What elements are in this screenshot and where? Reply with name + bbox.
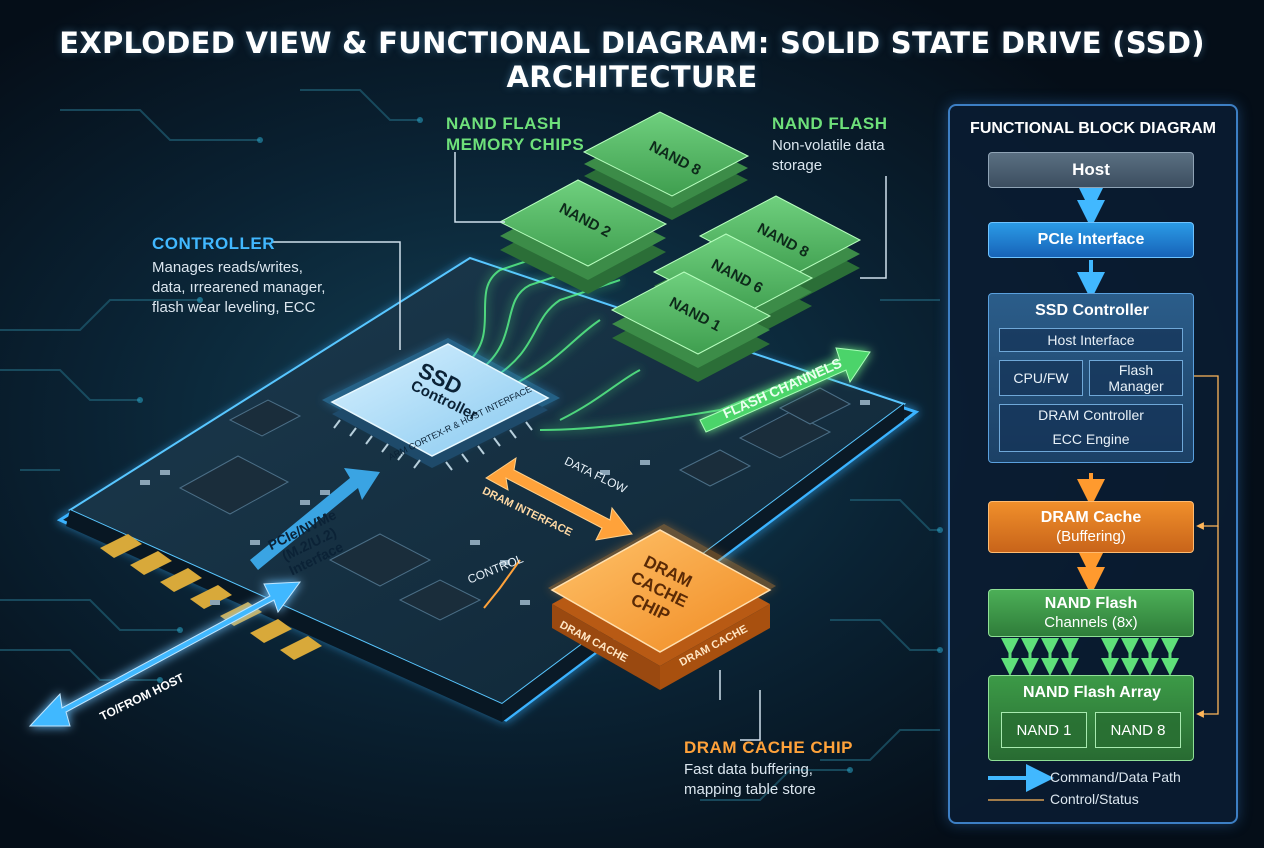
controller-callout-body: Manages reads/writes, data, ırrearened m… [152,259,326,316]
nand-chip-stack [498,111,862,382]
block-nand-cell-8: NAND 8 [1095,712,1181,748]
control-line [483,559,521,609]
block-nand-cell-1: NAND 1 [1001,712,1087,748]
block-nand-channels-title: NAND Flash [1044,595,1138,612]
block-dram-controller: DRAM Controller [1038,407,1144,423]
dram-callout-heading: DRAM CACHE CHIP [684,738,853,757]
block-host-interface: Host Interface [999,328,1183,352]
block-ssd-controller: SSD Controller Host Interface CPU/FW Fla… [988,293,1194,463]
nand-flash-callout-heading: NAND FLASH [772,114,888,133]
block-nand-array: NAND Flash Array NAND 1 NAND 8 [988,675,1194,761]
dram-interface-arrow [485,456,633,541]
pcb-passives [140,400,870,605]
block-nand-channels-sub: Channels (8x) [1044,614,1138,631]
block-dram-cache-sub: (Buffering) [1056,528,1126,545]
nand-chips-callout-heading-2: MEMORY CHIPS [446,135,585,154]
page-title: EXPLODED VIEW & FUNCTIONAL DIAGRAM: SOLI… [59,26,1205,94]
legend-control-status: Control/Status [1050,791,1139,807]
block-ssd-controller-title: SSD Controller [1035,302,1149,319]
nand-flash-callout-body: Non-volatile data storage [772,137,885,174]
background-circuit-traces [0,89,940,801]
block-host: Host [988,152,1194,188]
block-diagram-connectors [988,184,1219,801]
block-dram-cache-title: DRAM Cache [1040,509,1142,526]
block-flash-manager: Flash Manager [1089,360,1183,396]
callout-leader-lines [272,152,887,741]
block-nand-array-title: NAND Flash Array [1022,684,1162,701]
block-diagram-title: FUNCTIONAL BLOCK DIAGRAM [970,120,1216,137]
background-circuit-nodes [137,117,943,773]
control-status-line-nand [1196,526,1219,718]
block-ecc-engine: ECC Engine [1052,431,1130,447]
legend-command-data: Command/Data Path [1050,769,1181,785]
block-cpu-fw: CPU/FW [999,360,1083,396]
flash-channels-arrow [699,347,871,433]
nand-chip-8-back [582,111,750,220]
dram-cache-chip [548,524,776,690]
controller-callout-heading: CONTROLLER [152,234,276,253]
functional-block-diagram: FUNCTIONAL BLOCK DIAGRAM [948,104,1238,824]
block-pcie-interface: PCIe Interface [988,222,1194,258]
channel-arrows [1001,638,1179,676]
block-nand-channels: NAND Flash Channels (8x) [988,589,1194,637]
nand-chips-callout-heading-1: NAND FLASH [446,114,562,133]
ssd-controller-chip [322,338,560,471]
control-status-line-dram [1172,375,1219,530]
nand-chip-2 [498,179,668,294]
pcb-components [178,387,852,621]
dram-callout-body: Fast data buffering, mapping table store [684,761,816,798]
nand-chip-1 [610,271,772,382]
block-dram-ecc-group [999,404,1183,452]
host-interface-arrow [28,468,380,727]
block-dram-cache: DRAM Cache (Buffering) [988,501,1194,553]
